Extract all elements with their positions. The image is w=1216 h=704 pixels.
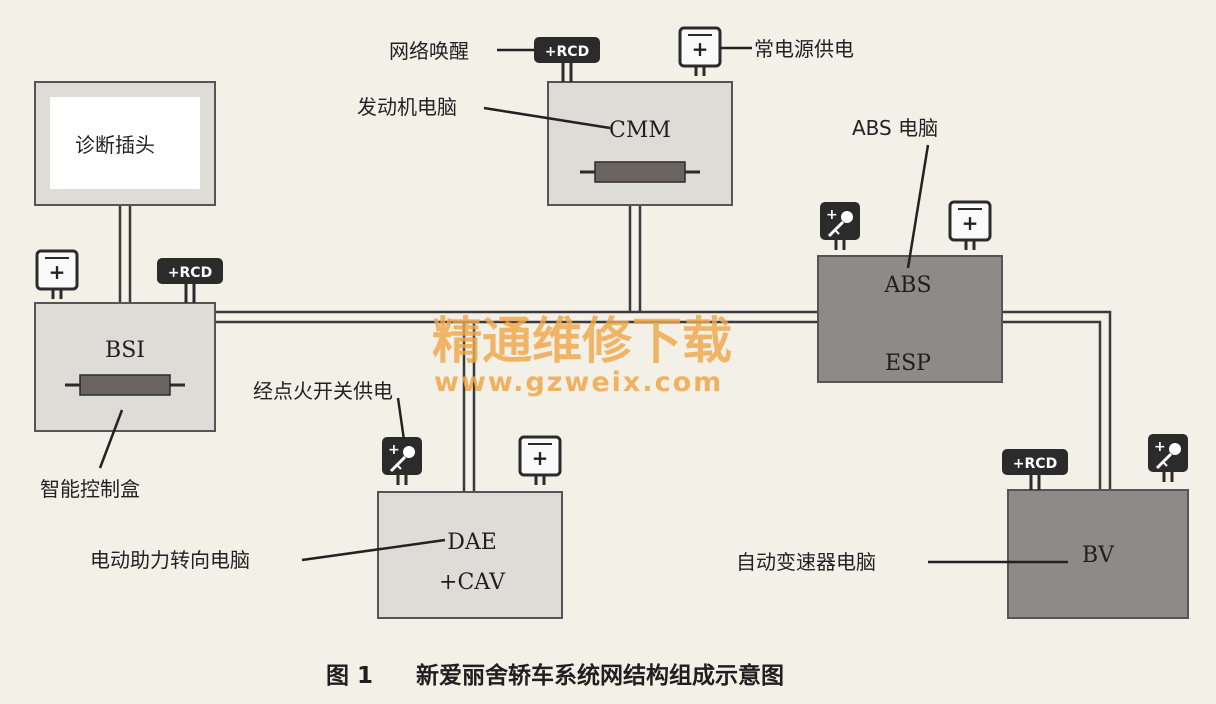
constant-power-label: 常电源供电 bbox=[754, 37, 854, 61]
esp-label: ESP bbox=[885, 351, 931, 376]
bsi-rcd-text: +RCD bbox=[168, 265, 212, 281]
watermark-url: www.gzweix.com bbox=[434, 367, 723, 398]
bsi-module: BSI bbox=[34, 302, 216, 432]
dae-battery-plus: + bbox=[532, 446, 549, 470]
at-ecu-label: 自动变速器电脑 bbox=[736, 550, 876, 574]
cmm-battery-plus: + bbox=[692, 37, 709, 61]
bv-label: BV bbox=[1082, 543, 1115, 568]
dae-cav-module: DAE +CAV bbox=[377, 491, 563, 619]
ignition-key-icon bbox=[818, 200, 862, 252]
rcd-badge-icon: +RCD bbox=[157, 258, 223, 303]
eps-ecu-leader bbox=[301, 538, 446, 562]
smart-box-leader bbox=[98, 409, 124, 469]
ignition-power-label: 经点火开关供电 bbox=[253, 379, 393, 403]
engine-ecu-leader bbox=[483, 106, 611, 130]
caption-title: 新爱丽舍轿车系统网结构组成示意图 bbox=[416, 662, 784, 689]
can-bus-lines bbox=[118, 205, 1112, 492]
ignition-key-icon bbox=[380, 435, 424, 487]
cmm-rcd-text: +RCD bbox=[545, 44, 589, 60]
bsi-battery-plus: + bbox=[49, 260, 66, 284]
ignition-key-icon bbox=[1146, 432, 1190, 484]
dae-label: DAE bbox=[447, 530, 497, 555]
abs-esp-module: ABS ESP bbox=[817, 255, 1003, 383]
fuse-icon bbox=[578, 160, 702, 184]
abs-battery-plus: + bbox=[962, 211, 979, 235]
cmm-module: CMM bbox=[547, 81, 733, 206]
smart-box-label: 智能控制盒 bbox=[40, 477, 140, 501]
bv-rcd-text: +RCD bbox=[1013, 456, 1057, 472]
diag-plug-label: 诊断插头 bbox=[75, 133, 155, 157]
abs-label: ABS bbox=[883, 273, 931, 298]
eps-ecu-label: 电动助力转向电脑 bbox=[90, 548, 250, 572]
network-wake-label: 网络唤醒 bbox=[389, 39, 469, 63]
rcd-badge-icon: +RCD bbox=[534, 37, 600, 82]
cav-label: +CAV bbox=[439, 570, 506, 595]
ignition-leader bbox=[396, 397, 406, 441]
fuse-icon bbox=[63, 373, 187, 397]
abs-ecu-label: ABS 电脑 bbox=[852, 116, 938, 140]
engine-ecu-label: 发动机电脑 bbox=[357, 95, 457, 119]
abs-ecu-leader bbox=[906, 144, 930, 269]
rcd-badge-icon: +RCD bbox=[1002, 449, 1068, 490]
cmm-label: CMM bbox=[609, 118, 671, 143]
watermark-cn: 精通维修下载 bbox=[432, 312, 732, 370]
bv-module: BV bbox=[1007, 489, 1189, 619]
bsi-label: BSI bbox=[105, 338, 145, 363]
diagnostic-plug: 诊断插头 bbox=[34, 81, 216, 206]
caption-number: 图 1 bbox=[326, 663, 373, 689]
